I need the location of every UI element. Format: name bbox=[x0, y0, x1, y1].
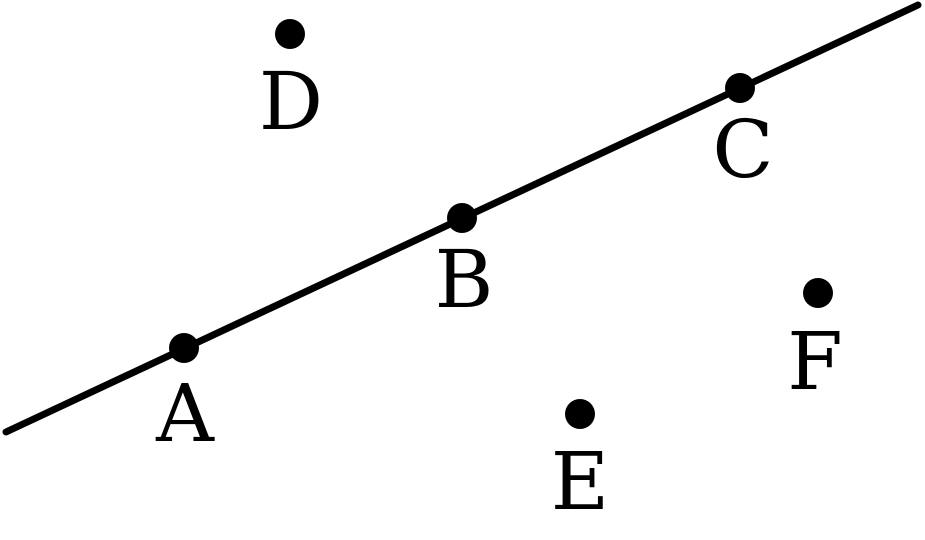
point-b bbox=[447, 203, 477, 233]
point-e bbox=[565, 399, 595, 429]
label-d: D bbox=[259, 55, 323, 148]
point-d bbox=[275, 19, 305, 49]
label-a: A bbox=[155, 367, 215, 460]
point-c bbox=[725, 73, 755, 103]
point-f bbox=[803, 278, 833, 308]
label-c: C bbox=[712, 103, 773, 196]
label-b: B bbox=[435, 233, 494, 326]
label-f: F bbox=[787, 315, 843, 408]
point-a bbox=[169, 333, 199, 363]
label-e: E bbox=[551, 435, 609, 528]
